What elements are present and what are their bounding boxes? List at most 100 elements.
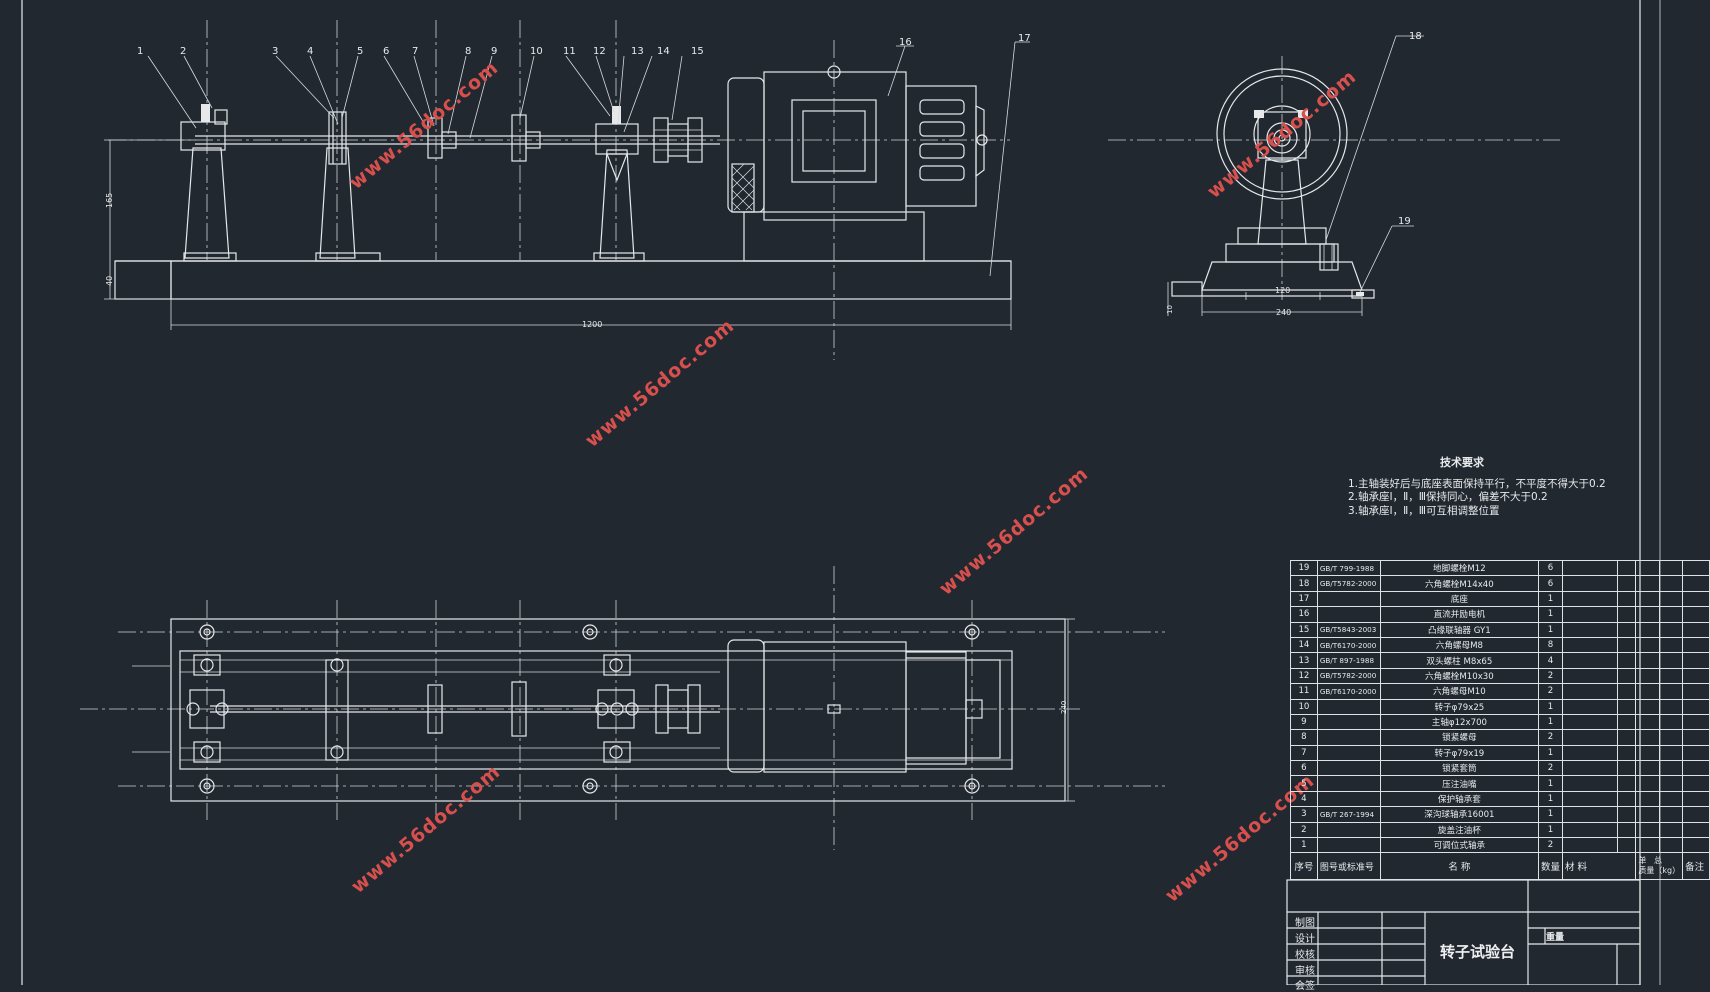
- tb-row-design: 设计: [1295, 934, 1315, 945]
- bom-blank-cell: [1616, 590, 1637, 608]
- bom-header-qty: 数量: [1538, 852, 1564, 881]
- svg-text:12: 12: [593, 46, 606, 57]
- bom-code-cell: [1316, 698, 1381, 715]
- bom-seq-cell: 6: [1290, 760, 1318, 777]
- bom-material-cell: [1562, 590, 1618, 608]
- technical-requirements: 技术要求 1.主轴装好后与底座表面保持平行，不平度不得大于0.2 2.轴承座Ⅰ，…: [1348, 456, 1606, 518]
- bom-seq-cell: 2: [1290, 821, 1318, 839]
- bom-code-cell: GB/T6170-2000: [1316, 636, 1381, 654]
- bom-blank-cell: [1616, 744, 1637, 762]
- bom-seq-cell: 12: [1290, 667, 1318, 685]
- bom-remark-cell: [1682, 590, 1710, 608]
- bom-total-mass-cell: [1658, 590, 1684, 608]
- bom-name-cell: 压注油嘴: [1379, 775, 1540, 792]
- bom-qty-cell: 6: [1538, 575, 1564, 592]
- bom-remark-cell: [1682, 621, 1710, 638]
- bom-code-cell: [1316, 590, 1381, 608]
- bom-header-code: 图号或标准号: [1316, 852, 1381, 881]
- bom-remark-cell: [1682, 606, 1710, 623]
- bom-blank-cell: [1616, 636, 1637, 654]
- bom-remark-cell: [1682, 744, 1710, 762]
- bom-code-cell: GB/T5782-2000: [1316, 575, 1381, 592]
- bom-remark-cell: [1682, 806, 1710, 823]
- svg-text:10: 10: [530, 46, 543, 57]
- bom-code-cell: [1316, 713, 1381, 731]
- bom-blank-cell: [1616, 606, 1637, 623]
- tb-scale-label: 重量: [1546, 933, 1565, 943]
- bom-name-cell: 保护轴承套: [1379, 790, 1540, 808]
- bom-remark-cell: [1682, 575, 1710, 592]
- bom-remark-cell: [1682, 837, 1710, 854]
- bom-material-cell: [1562, 729, 1618, 746]
- tech-req-item-3: 3.轴承座Ⅰ，Ⅱ，Ⅲ可互相调整位置: [1348, 504, 1500, 517]
- bom-code-cell: [1316, 606, 1381, 623]
- bom-blank-cell: [1616, 790, 1637, 808]
- bom-material-cell: [1562, 760, 1618, 777]
- svg-text:8: 8: [465, 46, 471, 57]
- bom-seq-cell: 9: [1290, 713, 1318, 731]
- bom-material-cell: [1562, 606, 1618, 623]
- bom-name-cell: 转子φ79x19: [1379, 744, 1540, 762]
- bom-remark-cell: [1682, 683, 1710, 700]
- bom-blank-cell: [1616, 652, 1637, 669]
- bom-seq-cell: 8: [1290, 729, 1318, 746]
- bom-unit-mass-cell: [1635, 729, 1660, 746]
- bom-qty-cell: 4: [1538, 652, 1564, 669]
- bom-code-cell: [1316, 744, 1381, 762]
- bom-material-cell: [1562, 575, 1618, 592]
- bom-unit-mass-cell: [1635, 790, 1660, 808]
- bom-code-cell: GB/T6170-2000: [1316, 683, 1381, 700]
- bom-name-cell: 旋盖注油杯: [1379, 821, 1540, 839]
- bom-name-cell: 六角螺母M8: [1379, 636, 1540, 654]
- plan-view: 240: [80, 566, 1165, 850]
- bom-total-mass-cell: [1658, 652, 1684, 669]
- bom-unit-mass-cell: [1635, 698, 1660, 715]
- bom-name-cell: 直流并励电机: [1379, 606, 1540, 623]
- bom-unit-mass-cell: [1635, 652, 1660, 669]
- bom-header-unit: 单: [1638, 856, 1647, 866]
- bom-name-cell: 六角螺栓M10x30: [1379, 667, 1540, 685]
- bom-unit-mass-cell: [1635, 636, 1660, 654]
- bom-code-cell: GB/T5843-2003: [1316, 621, 1381, 638]
- tech-req-title: 技术要求: [1440, 456, 1484, 469]
- bom-code-cell: [1316, 821, 1381, 839]
- bom-unit-mass-cell: [1635, 806, 1660, 823]
- bom-material-cell: [1562, 821, 1618, 839]
- bom-name-cell: 凸缘联轴器 GY1: [1379, 621, 1540, 638]
- bom-material-cell: [1562, 636, 1618, 654]
- bom-unit-mass-cell: [1635, 821, 1660, 839]
- bom-remark-cell: [1682, 636, 1710, 654]
- svg-text:16: 16: [899, 37, 912, 48]
- bom-qty-cell: 1: [1538, 698, 1564, 715]
- bom-remark-cell: [1682, 713, 1710, 731]
- bom-code-cell: GB/T5782-2000: [1316, 667, 1381, 685]
- svg-text:14: 14: [657, 46, 670, 57]
- watermarks: www.56doc.com www.56doc.com www.56doc.co…: [345, 57, 1361, 907]
- svg-text:www.56doc.com: www.56doc.com: [345, 57, 503, 194]
- bom-material-cell: [1562, 559, 1618, 577]
- bom-name-cell: 双头螺柱 M8x65: [1379, 652, 1540, 669]
- title-block: [1286, 879, 1641, 985]
- bom-name-cell: 六角螺栓M14x40: [1379, 575, 1540, 592]
- bom-total-mass-cell: [1658, 760, 1684, 777]
- bom-name-cell: 六角螺母M10: [1379, 683, 1540, 700]
- bom-qty-cell: 8: [1538, 636, 1564, 654]
- bom-qty-cell: 1: [1538, 790, 1564, 808]
- dim-side-small-label: 10: [1166, 305, 1174, 314]
- dim-side-inner-label: 120: [1275, 286, 1290, 295]
- svg-text:17: 17: [1018, 33, 1031, 44]
- bom-blank-cell: [1616, 837, 1637, 854]
- bom-unit-mass-cell: [1635, 837, 1660, 854]
- bom-qty-cell: 1: [1538, 590, 1564, 608]
